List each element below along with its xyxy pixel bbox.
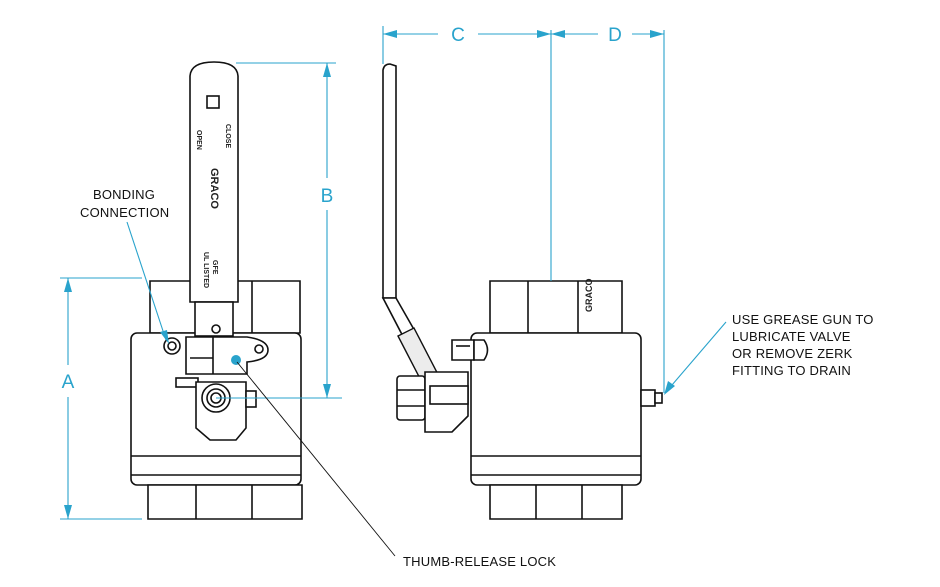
grease-gun-callout: USE GREASE GUN TO LUBRICATE VALVE OR REM…	[664, 312, 874, 395]
dimension-c: C	[382, 25, 551, 64]
dimension-a-label: A	[62, 372, 75, 393]
dimension-d: D	[551, 25, 664, 46]
grease-label-line3: OR REMOVE ZERK	[732, 346, 853, 361]
front-view: OPEN CLOSE GRACO UL LISTED GFE	[130, 61, 318, 520]
bonding-connection-callout: BONDING CONNECTION	[80, 187, 169, 344]
side-valve-body	[470, 332, 642, 486]
zerk-fitting	[640, 389, 656, 407]
side-lever-handle	[382, 63, 397, 299]
handle-square-marker	[206, 95, 220, 109]
bonding-label-line2: CONNECTION	[80, 205, 169, 220]
side-top-hex-nut	[489, 280, 623, 334]
dimension-c-label: C	[451, 25, 465, 46]
side-body-brand: GRACO	[584, 279, 594, 313]
grease-label-line2: LUBRICATE VALVE	[732, 329, 851, 344]
front-handle	[189, 61, 239, 303]
handle-open-marking: OPEN	[195, 130, 202, 150]
front-stem	[194, 301, 234, 337]
thumb-release-marker	[231, 355, 241, 365]
bonding-label-line1: BONDING	[93, 187, 155, 202]
thumb-release-latch	[185, 336, 269, 375]
handle-close-marking: CLOSE	[224, 124, 231, 148]
side-stem-nut	[396, 375, 426, 421]
dimension-a: A	[60, 277, 142, 520]
handle-ul-marking-line2: GFE	[211, 260, 218, 275]
side-bottom-hex-nut	[489, 484, 623, 520]
dimension-d-label: D	[608, 25, 622, 46]
grease-label-line4: FITTING TO DRAIN	[732, 363, 851, 378]
thumb-release-callout: THUMB-RELEASE LOCK	[236, 361, 556, 569]
grease-label-line1: USE GREASE GUN TO	[732, 312, 874, 327]
dimension-b: B	[236, 62, 342, 399]
side-view: GRACO	[381, 30, 665, 520]
handle-ul-marking-line1: UL LISTED	[202, 252, 209, 288]
handle-brand-marking: GRACO	[208, 168, 220, 209]
front-bottom-hex-nut	[147, 484, 303, 520]
thumb-release-label: THUMB-RELEASE LOCK	[403, 554, 556, 569]
dimension-b-label: B	[321, 186, 334, 207]
